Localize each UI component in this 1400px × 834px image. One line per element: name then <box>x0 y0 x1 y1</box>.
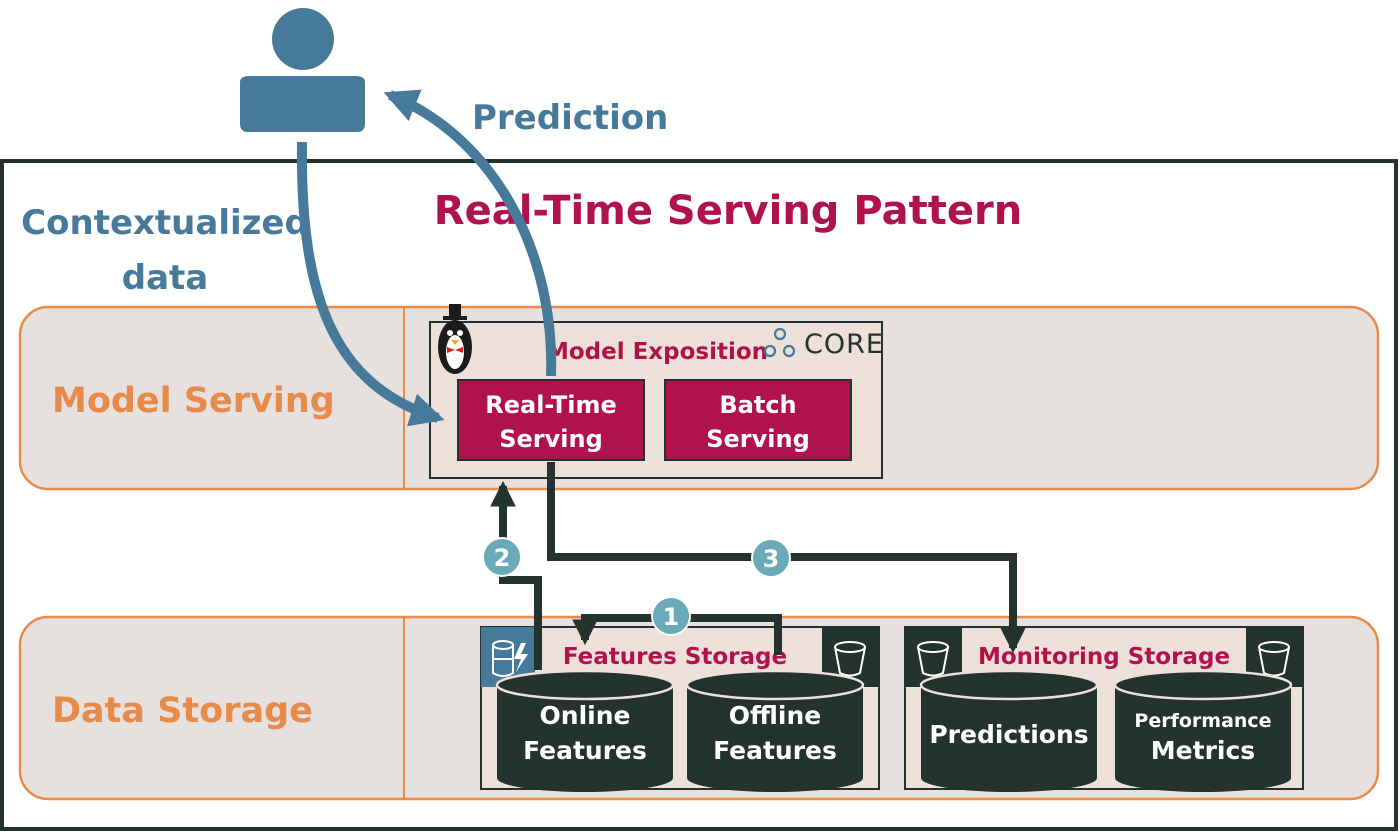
user-icon <box>240 8 365 132</box>
monitoring-storage-box: Monitoring Storage Predictions Performan… <box>904 626 1304 792</box>
model-exposition-title: Model Exposition <box>546 339 768 365</box>
performance-metrics-label-line2: Metrics <box>1151 736 1255 765</box>
batch-serving-label-line2: Serving <box>706 425 810 453</box>
prediction-label: Prediction <box>472 98 668 138</box>
offline-features-label: Offline <box>729 701 821 730</box>
step-badge-3-label: 3 <box>763 545 780 573</box>
online-features-label: Online <box>540 701 631 730</box>
features-storage-box: Features Storage Online Features Offline… <box>480 626 880 792</box>
data-storage-label: Data Storage <box>52 691 313 731</box>
step-badge-1-label: 1 <box>663 603 680 631</box>
online-features-label-line2: Features <box>523 736 647 765</box>
contextualized-label-line2: data <box>122 258 208 298</box>
batch-serving-box: Batch Serving <box>664 379 852 461</box>
model-serving-label: Model Serving <box>52 381 335 421</box>
predictions-label: Predictions <box>929 720 1088 749</box>
pattern-frame <box>0 159 1398 831</box>
flow-arrow-2 <box>490 480 542 670</box>
step-badge-2: 2 <box>482 537 522 577</box>
online-features-cylinder: Online Features <box>495 669 675 792</box>
step-badge-2-label: 2 <box>494 544 511 572</box>
realtime-serving-box: Real-Time Serving <box>457 379 645 461</box>
diagram-title: Real-Time Serving Pattern <box>434 188 1022 234</box>
batch-serving-label: Batch <box>719 391 796 419</box>
contextualized-data-arrow <box>296 141 445 427</box>
offline-features-label-line2: Features <box>713 736 837 765</box>
mascot-icon <box>438 304 472 374</box>
prediction-arrow <box>383 89 557 377</box>
step-badge-3: 3 <box>751 538 791 578</box>
realtime-serving-label-line2: Serving <box>499 425 603 453</box>
realtime-serving-label: Real-Time <box>485 391 617 419</box>
performance-metrics-cylinder: Performance Metrics <box>1113 669 1293 792</box>
offline-features-cylinder: Offline Features <box>685 669 865 792</box>
contextualized-label: Contextualized <box>21 203 309 243</box>
features-storage-title: Features Storage <box>563 644 787 670</box>
metrics-bucket-icon <box>1246 627 1303 687</box>
step-badge-1: 1 <box>651 596 691 636</box>
core-logo-icon <box>763 327 796 358</box>
predictions-cylinder: Predictions <box>919 669 1099 792</box>
core-logo-text: CORE <box>804 329 884 360</box>
model-exposition-box: Model Exposition CORE Real-Time Serving … <box>429 304 884 479</box>
performance-metrics-label: Performance <box>1134 710 1271 732</box>
